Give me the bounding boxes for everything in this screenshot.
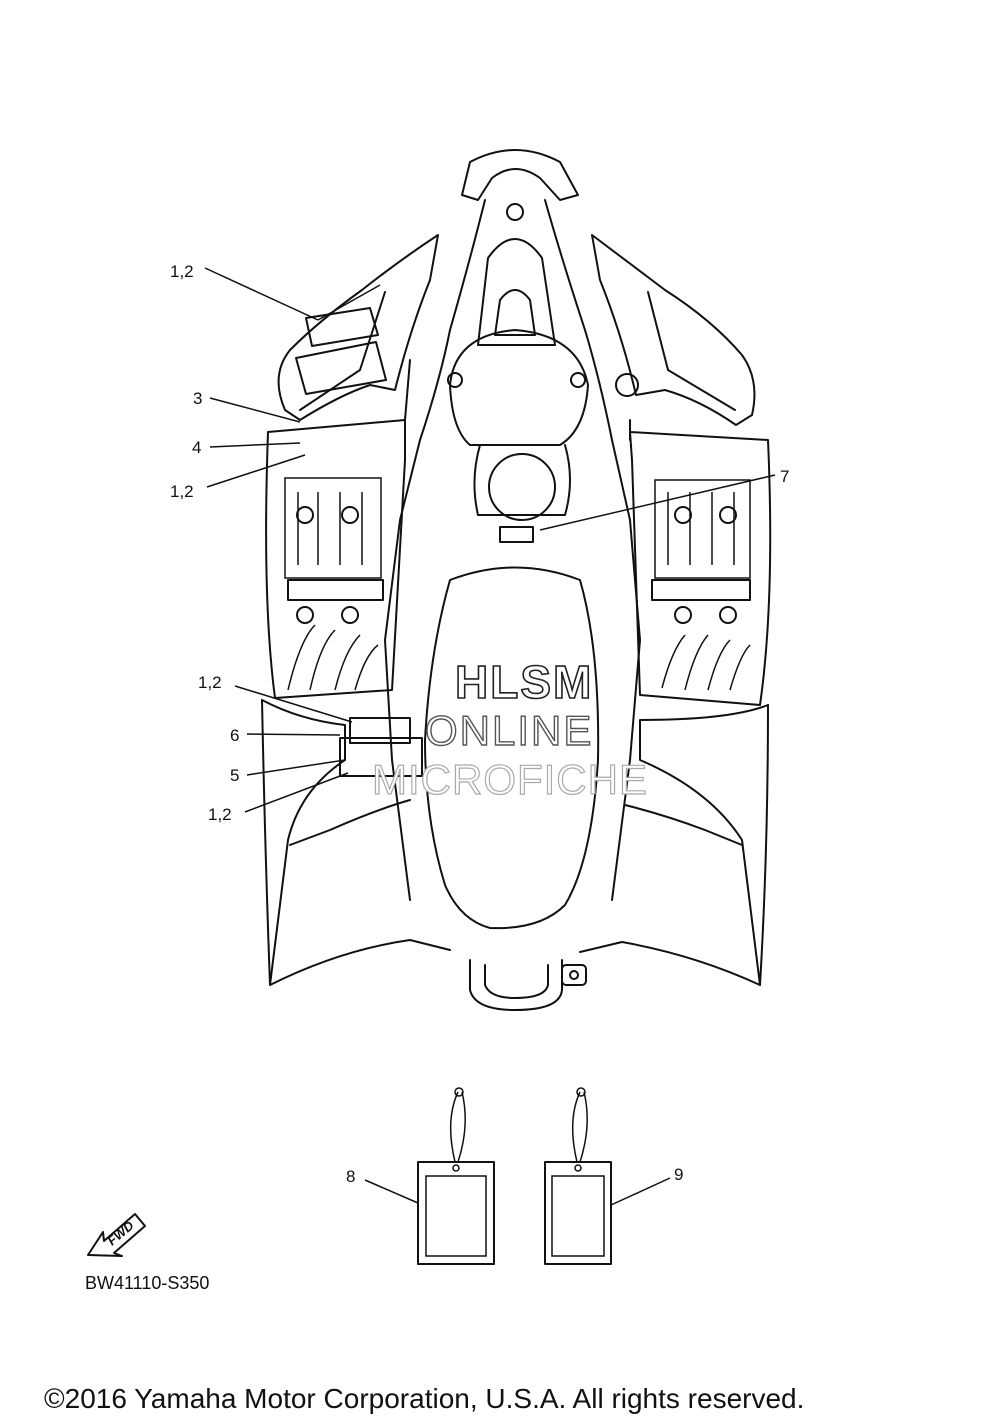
- leader-lines: [204, 267, 776, 1206]
- watermark: HLSM ONLINE MICROFICHE: [371, 655, 648, 803]
- copyright-notice: ©2016 Yamaha Motor Corporation, U.S.A. A…: [44, 1383, 804, 1414]
- watermark-line2: ONLINE: [425, 707, 593, 754]
- hang-tag-9: [544, 1087, 612, 1265]
- hang-tag-8: [417, 1087, 495, 1265]
- label-3: [305, 307, 379, 347]
- fwd-arrow-icon: FWD: [87, 1213, 146, 1257]
- callout-7: 7: [780, 467, 789, 486]
- callout-5: 5: [230, 766, 239, 785]
- callout-1-2-a: 1,2: [170, 262, 194, 281]
- callout-1-2-c: 1,2: [198, 673, 222, 692]
- callout-8: 8: [346, 1167, 355, 1186]
- diagram-part-number: BW41110-S350: [85, 1273, 209, 1293]
- fwd-label: FWD: [104, 1217, 137, 1248]
- vehicle-body: [261, 149, 772, 1011]
- callout-4: 4: [192, 438, 201, 457]
- label-6: [349, 717, 411, 744]
- label-5: [339, 737, 423, 777]
- callout-9: 9: [674, 1165, 683, 1184]
- watermark-line1: HLSM: [455, 656, 593, 708]
- callouts: 1,2 3 4 1,2 7 1,2 6 5 1,2 8 9: [170, 262, 789, 1186]
- label-4: [295, 341, 387, 395]
- callout-3: 3: [193, 389, 202, 408]
- watermark-line3: MICROFICHE: [372, 756, 648, 803]
- callout-6: 6: [230, 726, 239, 745]
- callout-1-2-d: 1,2: [208, 805, 232, 824]
- callout-1-2-b: 1,2: [170, 482, 194, 501]
- decal-labels: [295, 307, 423, 777]
